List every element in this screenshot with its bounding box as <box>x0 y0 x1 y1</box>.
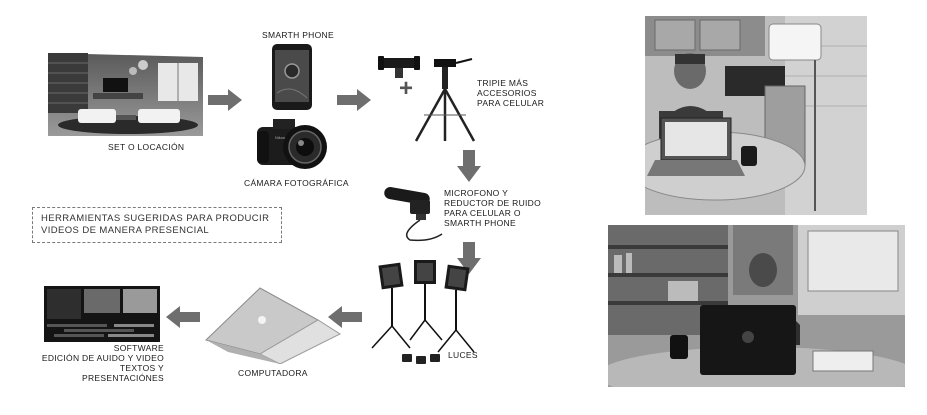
callout-line2: VIDEOS DE MANERA PRESENCIAL <box>41 225 273 237</box>
label-tripod-line2: ACCESORIOS <box>477 88 544 98</box>
arrow-down-1 <box>457 150 481 182</box>
label-mic-line2: REDUCTOR DE RUIDO <box>444 198 541 208</box>
smartphone-icon <box>271 43 313 111</box>
dslr-camera-icon: Nikon <box>255 115 331 171</box>
label-software: SOFTWARE EDICIÓN DE AUIDO Y VIDEO TEXTOS… <box>36 343 164 383</box>
label-software-line2: EDICIÓN DE AUIDO Y VIDEO <box>36 353 164 363</box>
label-mic-line1: MICROFONO Y <box>444 188 541 198</box>
label-computer: COMPUTADORA <box>238 368 308 378</box>
living-room-image <box>48 53 203 136</box>
label-tripod-line3: PARA CELULAR <box>477 98 544 108</box>
label-tripod-line1: TRIPIE MÁS <box>477 78 544 88</box>
callout-line1: HERRAMIENTAS SUGERIDAS PARA PRODUCIR <box>41 213 273 225</box>
microphone-icon <box>380 184 446 242</box>
svg-text:Nikon: Nikon <box>275 135 285 140</box>
label-tripod: TRIPIE MÁS ACCESORIOS PARA CELULAR <box>477 78 544 108</box>
label-phone: SMARTH PHONE <box>262 30 334 40</box>
label-mic-line3: PARA CELULAR O <box>444 208 541 218</box>
label-software-line3: TEXTOS Y PRESENTACIÓNES <box>36 363 164 383</box>
label-mic-line4: SMARTH PHONE <box>444 218 541 228</box>
label-camera: CÁMARA FOTOGRÁFICA <box>244 178 349 188</box>
laptop-icon <box>200 282 342 364</box>
arrow-right-2 <box>337 89 371 111</box>
tools-callout: HERRAMIENTAS SUGERIDAS PARA PRODUCIR VID… <box>32 207 282 243</box>
editing-software-icon <box>44 286 160 342</box>
arrow-right-1 <box>208 89 242 111</box>
label-lights: LUCES <box>448 350 478 360</box>
label-set: SET O LOCACIÓN <box>108 142 184 152</box>
label-software-line1: SOFTWARE <box>36 343 164 353</box>
label-mic: MICROFONO Y REDUCTOR DE RUIDO PARA CELUL… <box>444 188 541 228</box>
presenter-photo-2 <box>608 225 905 387</box>
presenter-photo-1 <box>645 16 867 215</box>
arrow-left-2 <box>166 306 200 328</box>
tripod-icon <box>410 55 480 143</box>
